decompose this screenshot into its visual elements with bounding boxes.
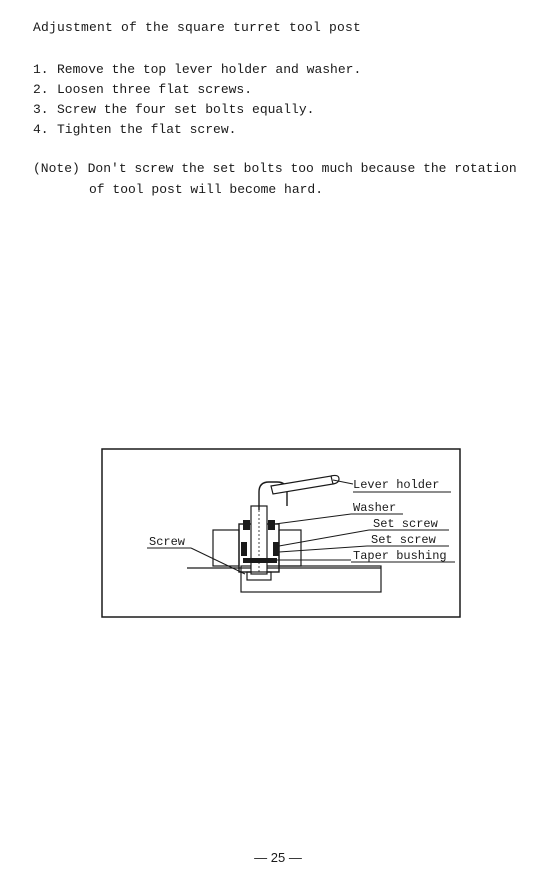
tool-post-diagram: Lever holder Washer Set screw Set screw … [101, 448, 461, 618]
note-line-2: of tool post will become hard. [89, 182, 324, 197]
base-block [240, 565, 382, 593]
page-number: — 25 — [254, 850, 302, 865]
washer-right-part [268, 520, 275, 530]
step-item: 2. Loosen three flat screws. [33, 80, 361, 100]
label-taper-bushing: Taper bushing [353, 549, 447, 563]
note-prefix: (Note) [33, 161, 80, 176]
step-text: Screw the four set bolts equally. [57, 102, 315, 117]
step-item: 3. Screw the four set bolts equally. [33, 100, 361, 120]
turret-right-flange [278, 529, 302, 567]
step-number: 4. [33, 122, 49, 137]
leader-set-screw-1 [278, 529, 370, 547]
leader-screw [190, 547, 246, 575]
leader-washer [274, 513, 352, 525]
step-number: 3. [33, 102, 49, 117]
label-screw: Screw [149, 535, 186, 549]
step-item: 4. Tighten the flat screw. [33, 120, 361, 140]
note: (Note) Don't screw the set bolts too muc… [33, 158, 517, 200]
taper-bushing-part [243, 558, 277, 563]
label-set-screw-2: Set screw [371, 533, 437, 547]
lever-arm [270, 475, 334, 495]
label-set-screw-1: Set screw [373, 517, 439, 531]
steps-list: 1. Remove the top lever holder and washer… [33, 60, 361, 140]
label-washer: Washer [353, 501, 396, 515]
washer-left-part [243, 520, 250, 530]
note-line-1: Don't screw the set bolts too much becau… [87, 161, 517, 176]
bolt-head [246, 571, 272, 581]
page-title: Adjustment of the square turret tool pos… [33, 20, 362, 35]
step-text: Remove the top lever holder and washer. [57, 62, 362, 77]
lever-tip [330, 474, 340, 485]
tool-post-figure: Lever holder Washer Set screw Set screw … [101, 448, 461, 618]
set-screw-left-part [241, 542, 247, 556]
step-text: Loosen three flat screws. [57, 82, 253, 97]
step-item: 1. Remove the top lever holder and washer… [33, 60, 361, 80]
figure-frame [101, 448, 461, 618]
leader-lever-holder [332, 479, 354, 485]
step-text: Tighten the flat screw. [57, 122, 237, 137]
step-number: 2. [33, 82, 49, 97]
leader-set-screw-2 [278, 545, 368, 553]
label-lever-holder: Lever holder [353, 478, 439, 492]
set-screw-right-part [273, 542, 279, 556]
step-number: 1. [33, 62, 49, 77]
